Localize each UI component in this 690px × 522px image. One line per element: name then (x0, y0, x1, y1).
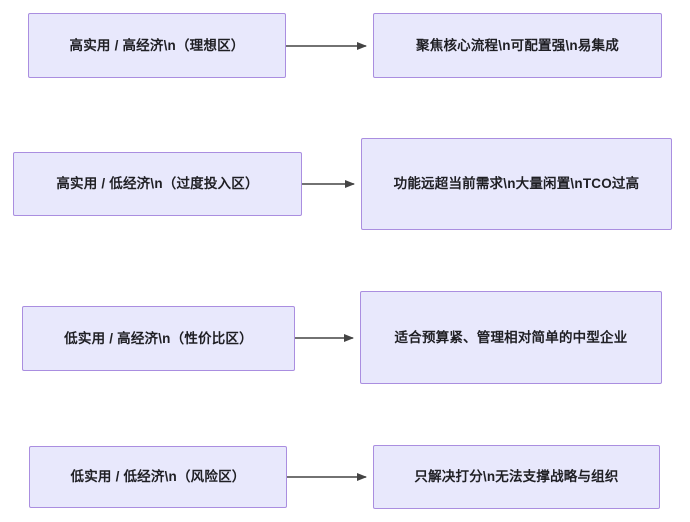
node-value-zone-label: 低实用 / 高经济\n（性价比区） (64, 330, 253, 346)
node-overinvest-zone-label: 高实用 / 低经济\n（过度投入区） (56, 176, 259, 191)
node-risk-detail-label: 只解决打分\n无法支撑战略与组织 (414, 469, 619, 484)
node-risk-zone[interactable]: 低实用 / 低经济\n（风险区） (29, 446, 287, 508)
node-overinvest-zone[interactable]: 高实用 / 低经济\n（过度投入区） (13, 152, 302, 216)
node-ideal-detail[interactable]: 聚焦核心流程\n可配置强\n易集成 (373, 13, 662, 78)
node-value-detail-label: 适合预算紧、管理相对简单的中型企业 (394, 329, 628, 345)
node-value-zone[interactable]: 低实用 / 高经济\n（性价比区） (22, 306, 295, 371)
node-overinvest-detail[interactable]: 功能远超当前需求\n大量闲置\nTCO过高 (361, 138, 672, 230)
node-risk-detail[interactable]: 只解决打分\n无法支撑战略与组织 (373, 445, 660, 509)
node-risk-zone-label: 低实用 / 低经济\n（风险区） (70, 469, 246, 484)
node-value-detail[interactable]: 适合预算紧、管理相对简单的中型企业 (360, 291, 662, 384)
node-ideal-zone[interactable]: 高实用 / 高经济\n（理想区） (28, 13, 286, 78)
node-ideal-zone-label: 高实用 / 高经济\n（理想区） (69, 37, 245, 53)
node-overinvest-detail-label: 功能远超当前需求\n大量闲置\nTCO过高 (393, 176, 640, 191)
node-ideal-detail-label: 聚焦核心流程\n可配置强\n易集成 (416, 37, 619, 53)
